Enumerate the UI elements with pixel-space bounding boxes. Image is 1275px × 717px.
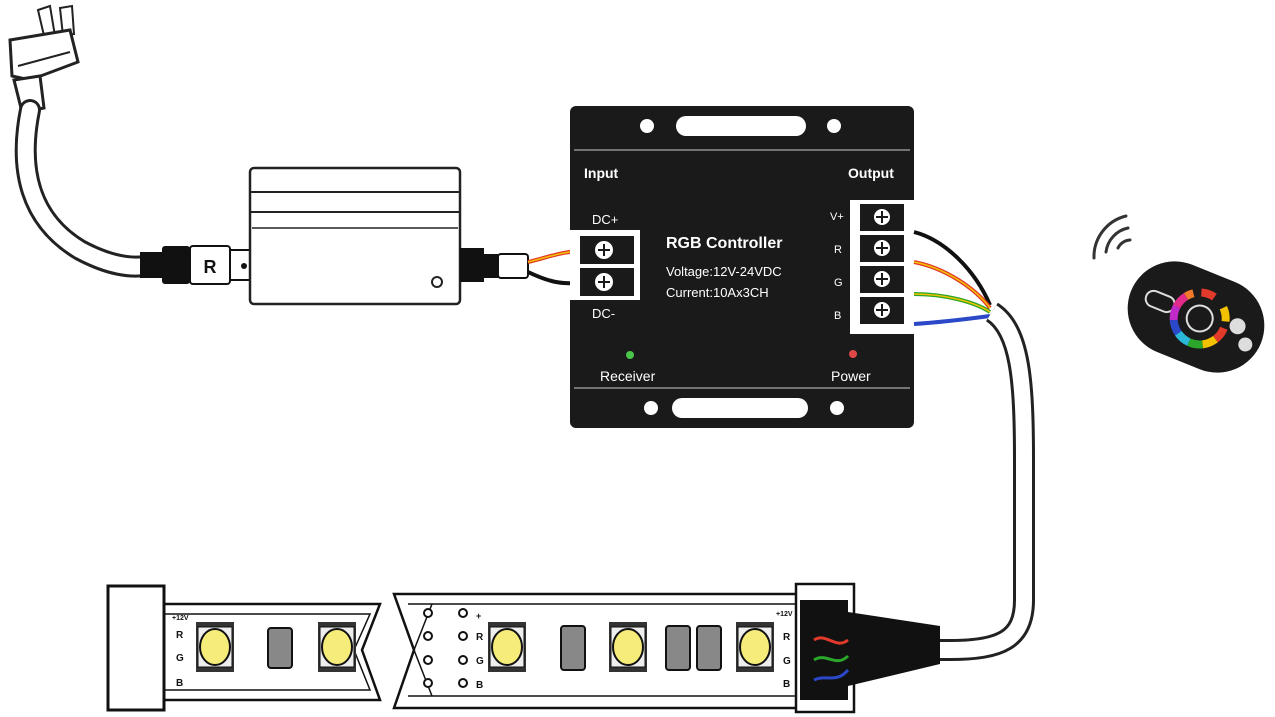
strip-end-cap — [106, 584, 166, 712]
output-pin-vplus: V+ — [830, 211, 844, 223]
rgb-remote-control — [1127, 261, 1265, 373]
resistor-icon — [665, 625, 691, 671]
strip-pin-label: G — [783, 656, 791, 667]
rgb-controller: Input Output DC+ DC- RGB Controller Volt… — [570, 106, 914, 428]
resistor-icon — [560, 625, 586, 671]
strip-pin-label: R — [176, 630, 184, 641]
strip-pin-label: + — [476, 611, 481, 621]
strip-pin-label: B — [176, 678, 183, 689]
led-chip-icon — [318, 622, 356, 672]
led-chip-icon — [488, 622, 526, 672]
screw-terminal-icon — [595, 241, 613, 259]
dc-plus-label: DC+ — [592, 212, 618, 227]
input-label: Input — [584, 165, 619, 181]
led-strip-left-segment: +12V R G B — [106, 584, 382, 712]
screw-terminal-icon — [874, 302, 890, 318]
strip-pin-label: +12V — [172, 615, 189, 622]
screw-terminal-icon — [874, 271, 890, 287]
strip-pin-label: R — [476, 632, 484, 643]
remote-mode-button-icon — [1238, 337, 1253, 352]
strip-pin-label: B — [476, 680, 483, 691]
wireless-signal-icon — [1092, 214, 1132, 260]
output-pin-g: G — [834, 277, 843, 289]
power-adapter: R — [140, 166, 529, 306]
strip-pin-label: G — [176, 653, 184, 664]
led-chip-icon — [736, 622, 774, 672]
solder-pad-icon — [423, 608, 468, 688]
dc-minus-label: DC- — [592, 306, 615, 321]
output-wires — [913, 230, 992, 326]
receiver-label: Receiver — [600, 368, 656, 384]
output-pin-r: R — [834, 244, 842, 256]
voltage-spec: Voltage:12V-24VDC — [666, 264, 782, 279]
controller-title: RGB Controller — [666, 235, 782, 252]
strip-pin-label: B — [783, 679, 790, 690]
strip-pin-label: R — [783, 632, 791, 643]
wall-plug-icon — [8, 4, 80, 114]
screw-terminal-icon — [874, 240, 890, 256]
screw-terminal-icon — [595, 273, 613, 291]
receiver-led-icon — [626, 351, 634, 359]
power-led-icon — [849, 350, 857, 358]
led-chip-icon — [196, 622, 234, 672]
remote-brightness-button-icon — [1229, 318, 1246, 335]
output-label: Output — [848, 165, 894, 181]
strip-connector — [794, 582, 940, 714]
output-pin-b: B — [834, 310, 841, 322]
led-strip-right-segment: + R G B +12V R G B — [392, 592, 802, 710]
resistor-icon — [696, 625, 722, 671]
resistor-icon — [267, 627, 293, 669]
current-spec: Current:10Ax3CH — [666, 285, 769, 300]
adapter-brand-mark: R — [204, 257, 217, 277]
strip-pin-label: G — [476, 656, 484, 667]
power-label: Power — [831, 368, 871, 384]
led-chip-icon — [609, 622, 647, 672]
screw-terminal-icon — [874, 209, 890, 225]
strip-pin-label: +12V — [776, 611, 793, 618]
power-cord — [14, 99, 156, 278]
